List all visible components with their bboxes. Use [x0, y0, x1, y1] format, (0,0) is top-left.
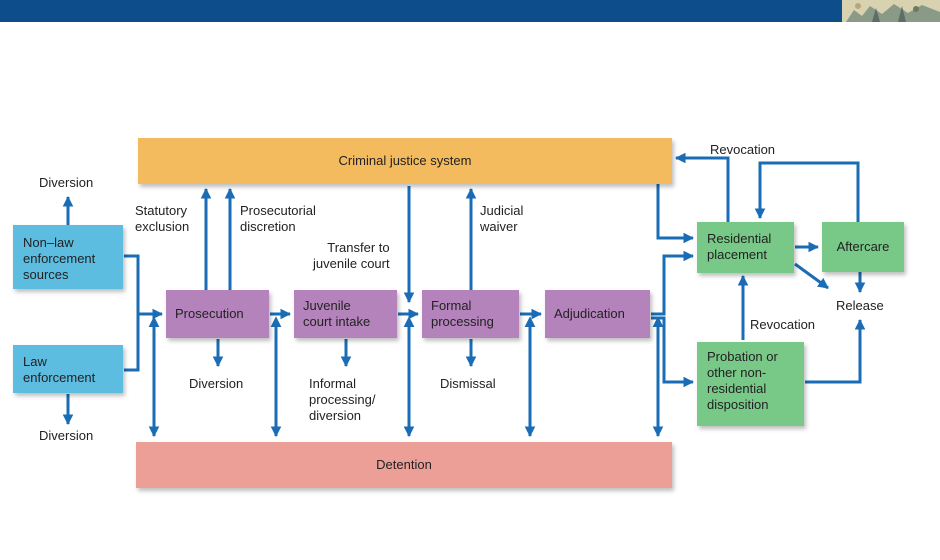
formal-processing-label: Formal processing — [431, 298, 494, 329]
informal-processing-label: Informal processing/ diversion — [309, 376, 376, 423]
revocation-middle-label: Revocation — [750, 317, 816, 332]
non-law-enforcement-sources-label: Non–law enforcement sources — [23, 235, 96, 282]
dismissal-label: Dismissal — [440, 376, 496, 391]
prosecution-box: Prosecution — [166, 290, 269, 338]
criminal-justice-system-box: Criminal justice system — [138, 138, 672, 184]
illustration-image — [842, 0, 940, 22]
criminal-justice-system-label: Criminal justice system — [338, 153, 472, 168]
corner-illustration — [842, 0, 940, 22]
adjudication-label: Adjudication — [554, 306, 625, 321]
arrow-residential-to-release — [794, 262, 829, 290]
detention-box: Detention — [136, 442, 672, 488]
juvenile-court-intake-label: Juvenile court intake — [303, 298, 371, 329]
detention-label: Detention — [376, 457, 432, 472]
release-label: Release — [836, 298, 884, 313]
diversion-bottom-label: Diversion — [39, 428, 94, 443]
prosecution-label: Prosecution — [175, 306, 244, 321]
probation-label: Probation or other non- residential disp… — [707, 349, 778, 412]
law-enforcement-box: Law enforcement — [13, 345, 123, 393]
arrow-revocation-to-cjs — [674, 152, 730, 222]
header-bar — [0, 0, 940, 22]
statutory-exclusion-label: Statutory exclusion — [135, 203, 190, 234]
arrow-aftercare-revocation — [754, 161, 860, 222]
arrow-adjudication-to-residential — [651, 250, 695, 316]
probation-box: Probation or other non- residential disp… — [697, 342, 804, 426]
juvenile-court-intake-box: Juvenile court intake — [294, 290, 397, 338]
revocation-top-label: Revocation — [710, 142, 776, 157]
diversion-top-label: Diversion — [39, 175, 94, 190]
arrow-non-law-to-prosecution — [124, 254, 164, 320]
formal-processing-box: Formal processing — [422, 290, 519, 338]
arrow-cjs-to-residential — [656, 184, 695, 244]
aftercare-box: Aftercare — [822, 222, 904, 272]
diversion-prosecution-label: Diversion — [189, 376, 244, 391]
arrow-law-to-prosecution — [124, 314, 140, 372]
judicial-waiver-label: Judicial waiver — [480, 203, 524, 234]
non-law-enforcement-sources-box: Non–law enforcement sources — [13, 225, 123, 289]
arrow-probation-to-release — [805, 318, 866, 384]
residential-placement-label: Residential placement — [707, 231, 772, 262]
aftercare-label: Aftercare — [836, 239, 890, 254]
law-enforcement-label: Law enforcement — [23, 354, 96, 385]
prosecutorial-discretion-label: Prosecutorial discretion — [240, 203, 316, 234]
adjudication-box: Adjudication — [545, 290, 650, 338]
residential-placement-box: Residential placement — [697, 222, 794, 273]
transfer-to-juvenile-court-label: Transfer to juvenile court — [313, 240, 390, 271]
